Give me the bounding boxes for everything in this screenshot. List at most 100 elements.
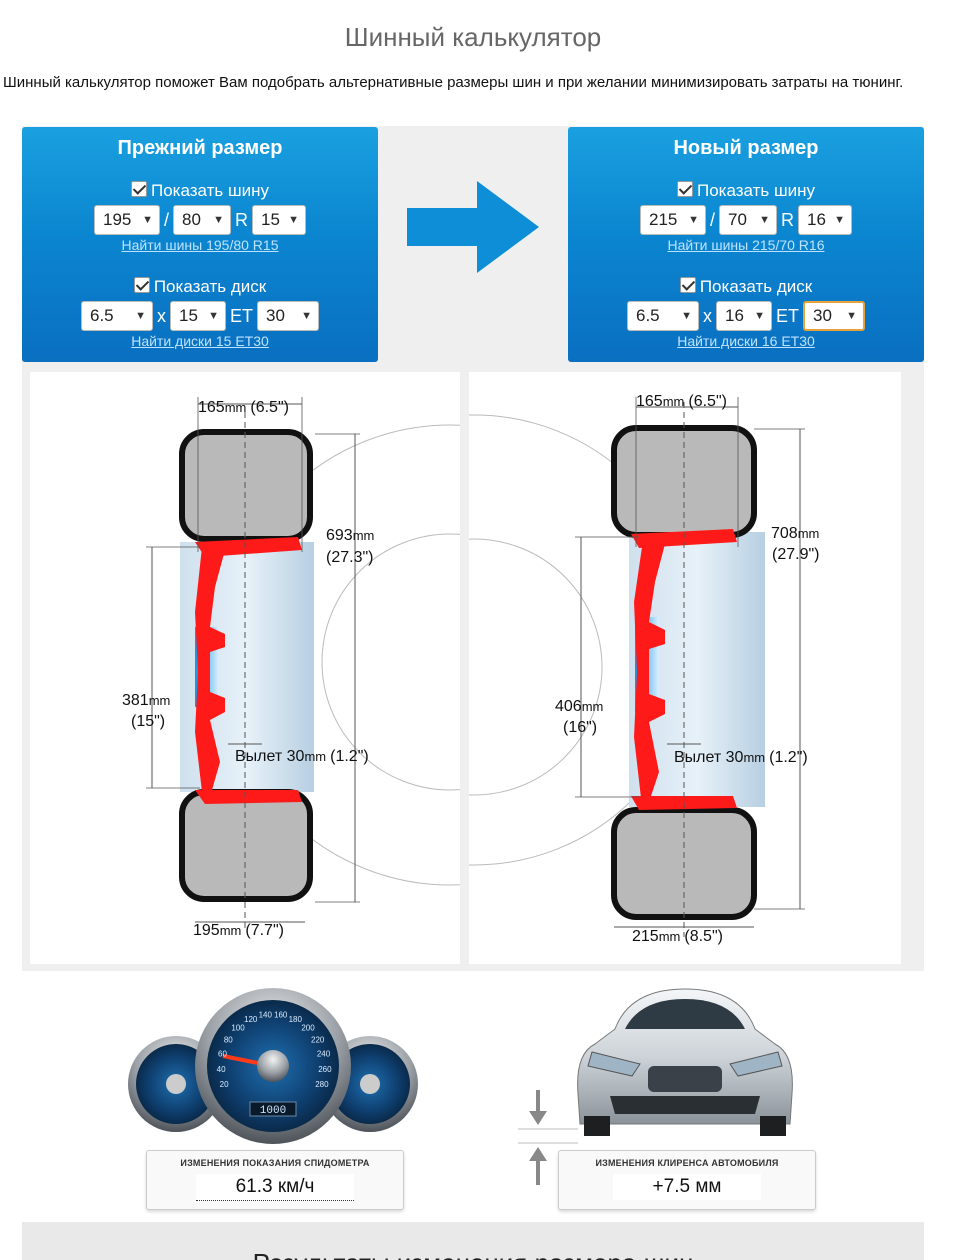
speedometer-scale-label: 180 xyxy=(289,1015,303,1024)
old-disk-width-value: 6.5 xyxy=(89,306,114,325)
speedometer-scale-label: 260 xyxy=(318,1065,332,1074)
new-width-select[interactable]: 215 ▼ xyxy=(639,205,706,235)
old-show-disk-row[interactable]: Показать диск xyxy=(22,277,378,297)
chevron-down-icon: ▼ xyxy=(288,214,299,226)
new-rim-diameter-inch: (16") xyxy=(563,719,597,736)
old-width-select[interactable]: 195 ▼ xyxy=(93,205,160,235)
car-front-icon xyxy=(577,988,793,1136)
chevron-down-icon: ▼ xyxy=(759,214,770,226)
new-show-disk-row[interactable]: Показать диск xyxy=(568,277,924,297)
speedometer-scale-label: 40 xyxy=(217,1065,226,1074)
old-size-panel: Прежний размер Показать шину 195▼ / 80▼ … xyxy=(22,127,378,362)
old-find-tires-link[interactable]: Найти шины 195/80 R15 xyxy=(121,237,279,253)
new-find-disks-link[interactable]: Найти диски 16 ET30 xyxy=(677,333,815,349)
slash-separator: / xyxy=(163,209,169,230)
old-width-value: 195 xyxy=(102,210,132,229)
new-disk-width-select[interactable]: 6.5 ▼ xyxy=(626,301,699,331)
old-diameter-value: 15 xyxy=(261,210,280,229)
odometer-readout: 1000 xyxy=(260,1105,286,1117)
slash-separator: / xyxy=(709,209,715,230)
old-disk-diameter-select[interactable]: 15 ▼ xyxy=(169,301,226,331)
old-disk-diameter-value: 15 xyxy=(178,306,198,325)
old-profile-value: 80 xyxy=(182,210,201,229)
speedometer-change-label: ИЗМЕНЕНИЯ ПОКАЗАНИЯ СПИДОМЕТРА xyxy=(180,1158,370,1168)
old-tire-width-label: 195mm(7.7") xyxy=(193,922,284,939)
speedometer-scale-label: 20 xyxy=(220,1080,229,1089)
old-size-title: Прежний размер xyxy=(117,137,283,159)
et-label: ET xyxy=(229,305,253,326)
new-disk-width-value: 6.5 xyxy=(635,306,660,325)
x-label: x xyxy=(702,305,712,326)
old-outer-diameter-inch: (27.3") xyxy=(326,549,373,566)
speedometer-scale-label: 200 xyxy=(301,1024,315,1033)
new-diameter-select[interactable]: 16▼ xyxy=(798,205,852,235)
speedometer-scale-label: 160 xyxy=(274,1011,288,1020)
new-et-value: 30 xyxy=(813,306,832,325)
old-profile-select[interactable]: 80 ▼ xyxy=(173,205,231,235)
new-width-value: 215 xyxy=(648,210,678,229)
clearance-change-label: ИЗМЕНЕНИЯ КЛИРЕНСА АВТОМОБИЛЯ xyxy=(595,1158,779,1168)
chevron-down-icon: ▼ xyxy=(213,214,224,226)
chevron-down-icon: ▼ xyxy=(301,310,312,322)
new-disk-selects: 6.5▼ x 16▼ ET 30▼ xyxy=(568,301,924,331)
new-tire-width-label: 215mm(8.5") xyxy=(632,928,723,945)
results-title: Результаты изменения размера шин xyxy=(22,1248,924,1260)
old-rim-diameter-inch: (15") xyxy=(131,713,165,730)
old-offset-label: Вылет 30mm(1.2") xyxy=(235,748,369,765)
new-diameter-value: 16 xyxy=(807,210,826,229)
chevron-down-icon: ▼ xyxy=(208,310,219,322)
new-wheel-diagram: 165mm(6.5") 708mm (27.9") 406mm (16") Вы… xyxy=(469,372,901,964)
old-find-disks-link[interactable]: Найти диски 15 ET30 xyxy=(131,333,269,349)
old-show-tire-checkbox[interactable] xyxy=(130,181,147,197)
new-offset-label: Вылет 30mm(1.2") xyxy=(674,749,808,766)
speedometer-scale-label: 140 xyxy=(259,1011,273,1020)
speedometer-scale-label: 280 xyxy=(315,1080,329,1089)
old-rim-width-label: 165mm(6.5") xyxy=(198,399,289,416)
old-et-select[interactable]: 30▼ xyxy=(257,301,319,331)
chevron-down-icon: ▼ xyxy=(846,310,857,322)
intro-text: Шинный калькулятор поможет Вам подобрать… xyxy=(3,74,904,91)
new-et-select[interactable]: 30 ▼ xyxy=(803,301,865,331)
page-title: Шинный калькулятор xyxy=(344,22,602,52)
speedometer-change-box: ИЗМЕНЕНИЯ ПОКАЗАНИЯ СПИДОМЕТРА 61.3 км/ч xyxy=(146,1150,404,1210)
chevron-down-icon: ▼ xyxy=(142,214,153,226)
speedometer-scale-label: 240 xyxy=(317,1050,331,1059)
new-show-disk-checkbox[interactable] xyxy=(679,277,696,293)
chevron-down-icon: ▼ xyxy=(135,310,146,322)
speedometer-change-value: 61.3 км/ч xyxy=(195,1174,355,1201)
old-disk-width-select[interactable]: 6.5 ▼ xyxy=(80,301,153,331)
old-show-tire-label: Показать шину xyxy=(150,181,269,200)
new-size-panel: Новый размер Показать шину 215▼ / 70▼ R … xyxy=(568,127,924,362)
speedometer-scale-label: 100 xyxy=(231,1024,245,1033)
chevron-down-icon: ▼ xyxy=(688,214,699,226)
chevron-down-icon: ▼ xyxy=(681,310,692,322)
new-disk-diameter-select[interactable]: 16▼ xyxy=(715,301,772,331)
old-show-disk-checkbox[interactable] xyxy=(133,277,150,293)
new-profile-select[interactable]: 70▼ xyxy=(719,205,777,235)
new-show-tire-row[interactable]: Показать шину xyxy=(568,181,924,201)
new-size-title: Новый размер xyxy=(673,137,819,159)
new-rim-diameter-label: 406mm xyxy=(555,698,603,715)
x-label: x xyxy=(156,305,166,326)
old-disk-selects: 6.5 ▼ x 15 ▼ ET 30▼ xyxy=(22,301,378,331)
new-find-tires-link[interactable]: Найти шины 215/70 R16 xyxy=(667,237,825,253)
speedometer-scale-label: 60 xyxy=(218,1050,227,1059)
new-rim-width-label: 165mm(6.5") xyxy=(636,393,727,410)
new-show-tire-label: Показать шину xyxy=(696,181,815,200)
clearance-change-box: ИЗМЕНЕНИЯ КЛИРЕНСА АВТОМОБИЛЯ +7.5 мм xyxy=(558,1150,816,1210)
old-show-tire-row[interactable]: Показать шину xyxy=(22,181,378,201)
clearance-change-value: +7.5 мм xyxy=(612,1174,762,1200)
old-rim-diameter-label: 381mm xyxy=(122,692,170,709)
old-diameter-select[interactable]: 15 ▼ xyxy=(252,205,306,235)
old-tire-selects: 195▼ / 80▼ R 15▼ xyxy=(22,205,378,235)
new-show-tire-checkbox[interactable] xyxy=(676,181,693,197)
new-show-disk-label: Показать диск xyxy=(699,277,813,296)
r-label: R xyxy=(781,209,794,230)
clearance-arrows-icon xyxy=(518,1090,578,1185)
speedometer-scale-label: 120 xyxy=(244,1015,258,1024)
new-disk-diameter-value: 16 xyxy=(724,306,744,325)
old-outer-diameter-label: 693mm xyxy=(326,527,374,544)
arrow-right-icon xyxy=(407,181,539,273)
new-tire-selects: 215▼ / 70▼ R 16▼ xyxy=(568,205,924,235)
